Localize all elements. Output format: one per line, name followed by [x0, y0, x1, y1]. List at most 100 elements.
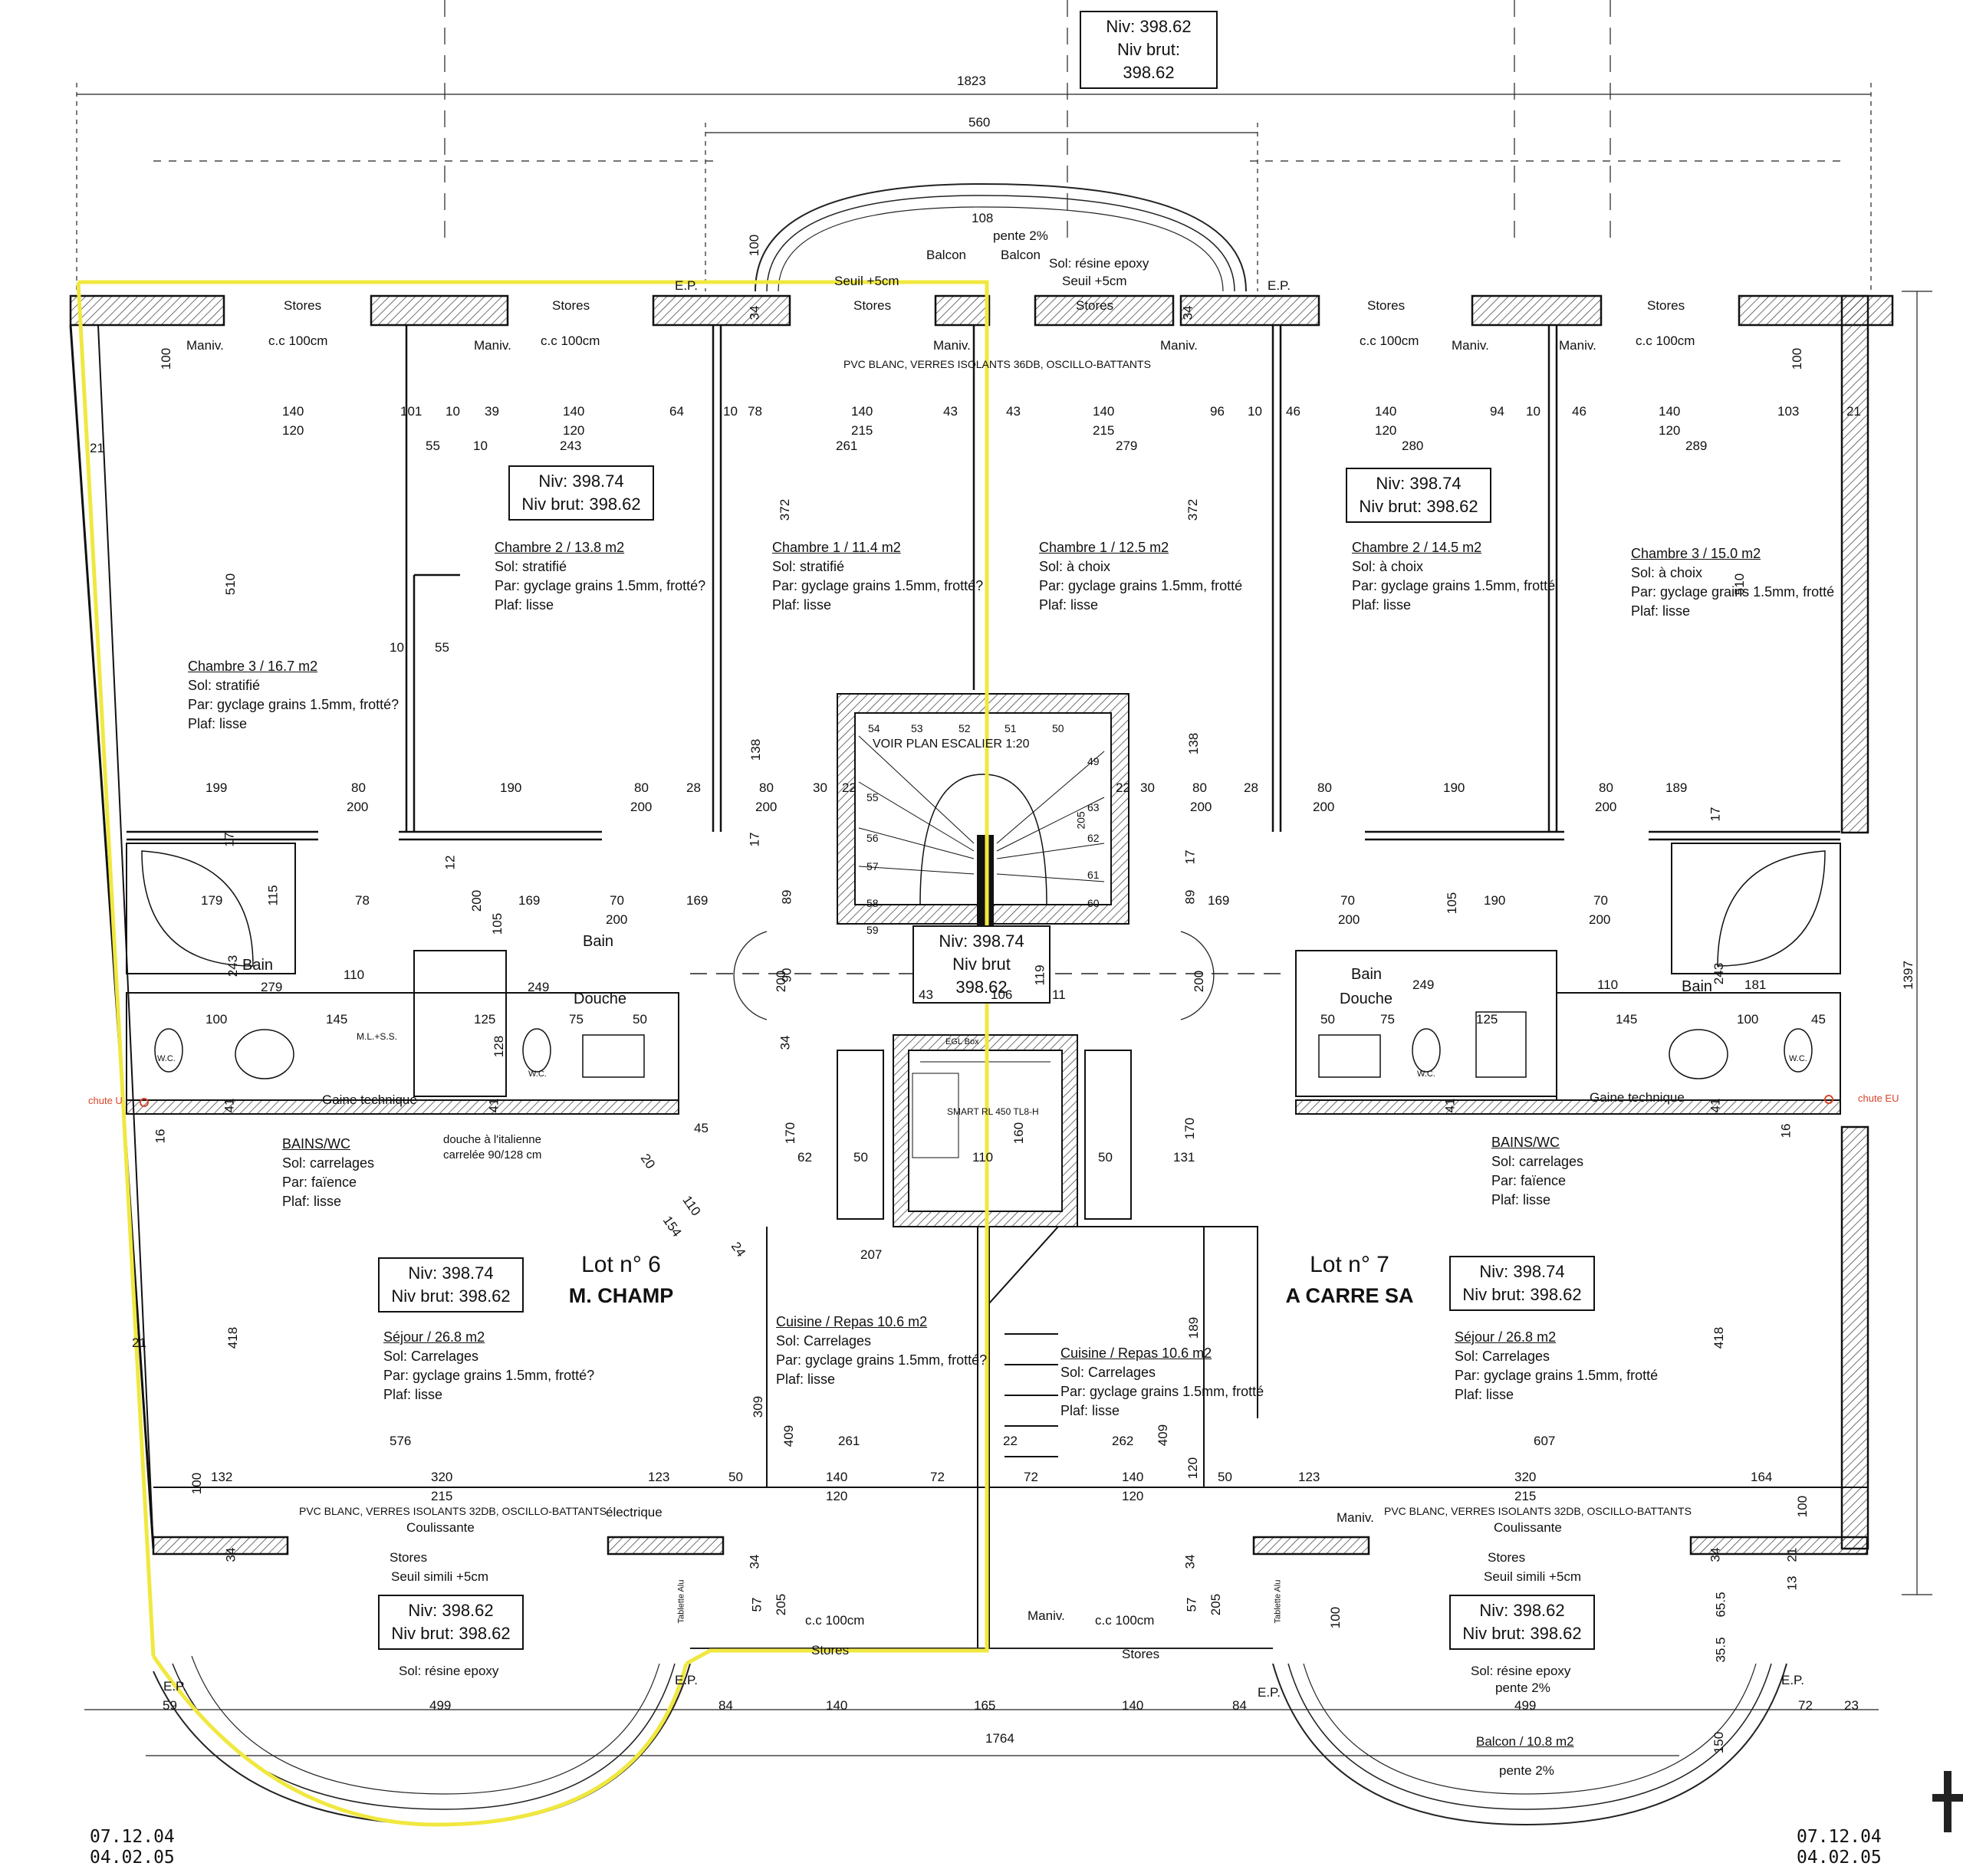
stores-label: Stores — [284, 298, 322, 313]
dimension: 100 — [206, 1012, 228, 1027]
chute-label: chute U — [88, 1095, 123, 1106]
dimension: 50 — [728, 1470, 743, 1484]
dimension: 262 — [1112, 1434, 1134, 1448]
dimension: 200 — [630, 800, 653, 814]
dimension: 560 — [968, 115, 991, 130]
dimension: 607 — [1534, 1434, 1556, 1448]
maniv-label: Maniv. — [1337, 1510, 1374, 1525]
dimension: 43 — [1006, 404, 1021, 419]
stair-step: 53 — [911, 722, 923, 734]
dimension: 39 — [485, 404, 499, 419]
lift-model-label: SMART — [947, 1106, 979, 1117]
dimension: 110 — [344, 968, 365, 982]
dimension: 100 — [1737, 1012, 1759, 1027]
maniv-label: Maniv. — [186, 338, 224, 353]
dimension: 43 — [919, 987, 933, 1002]
dimension: 100 — [747, 234, 762, 257]
dimension: 30 — [813, 780, 827, 795]
dimension: 279 — [261, 980, 283, 994]
dimension: 279 — [1116, 439, 1138, 453]
ep-label: E.P. — [1268, 278, 1291, 293]
stores-label: Stores — [1122, 1647, 1160, 1661]
dimension: 249 — [528, 980, 550, 994]
dimension: 125 — [474, 1012, 496, 1027]
dimension: 70 — [1340, 893, 1355, 908]
dimension: 62 — [797, 1150, 812, 1165]
dimension: 12 — [442, 855, 458, 870]
dimension: 115 — [265, 885, 281, 906]
door-cc-label: c.c 100cm — [1636, 333, 1695, 348]
dimension: 11 — [1052, 987, 1066, 1002]
dimension: 409 — [781, 1424, 797, 1447]
dimension: 215 — [431, 1489, 453, 1503]
epoxy-label: Sol: résine epoxy — [1049, 256, 1149, 271]
dimension: 200 — [1595, 800, 1617, 814]
stair-step: 50 — [1052, 722, 1064, 734]
dimension: 64 — [669, 404, 684, 419]
maniv-label: Maniv. — [1559, 338, 1596, 353]
dimension: 22 — [1003, 1434, 1018, 1448]
dimension: 123 — [1298, 1470, 1320, 1484]
dimension: 510 — [223, 573, 238, 596]
dimension: 10 — [1526, 404, 1540, 419]
dimension: 17 — [747, 832, 762, 847]
stores-label: Stores — [1076, 298, 1114, 313]
stair-step: 54 — [868, 722, 880, 734]
stair-step: 56 — [866, 832, 879, 844]
dimension: 131 — [1173, 1150, 1195, 1165]
douche-label: Douche — [1340, 991, 1393, 1007]
room-chambre-2-right: Chambre 2 / 14.5 m2 Sol: à choix Par: gy… — [1352, 540, 1556, 613]
dimension: 34 — [747, 1554, 762, 1569]
bain-label: Bain — [1351, 966, 1383, 983]
dimension: 140 — [826, 1470, 848, 1484]
stair-core — [837, 693, 1129, 928]
dimension: 45 — [1811, 1012, 1826, 1027]
room-bains-wc-left: BAINS/WC Sol: carrelages Par: faïence Pl… — [282, 1136, 375, 1209]
date-left-2: 04.02.05 — [90, 1848, 175, 1868]
dimension: 70 — [610, 893, 624, 908]
dimension: 181 — [1744, 977, 1767, 992]
dimension: 17 — [1182, 849, 1198, 865]
epoxy-label: Sol: résine epoxy — [1471, 1664, 1571, 1678]
dimension: 30 — [1140, 780, 1155, 795]
italian-shower-note: carrelée 90/128 cm — [443, 1148, 542, 1161]
dimension: 207 — [860, 1247, 883, 1262]
dimension: 35.5 — [1713, 1637, 1728, 1663]
dimension: 132 — [211, 1470, 233, 1484]
dimension: 10 — [446, 404, 460, 419]
ep-label: E.P. — [1258, 1685, 1281, 1700]
dimension: 200 — [469, 889, 485, 912]
dimension: 50 — [633, 1012, 647, 1027]
dimension: 80 — [1317, 780, 1332, 795]
electrique-label: électrique — [606, 1505, 663, 1520]
dimension: 100 — [159, 347, 174, 370]
dimension: 164 — [1751, 1470, 1773, 1484]
dimension: 80 — [351, 780, 366, 795]
chute-label: chute EU — [1858, 1092, 1899, 1104]
stores-label: Stores — [853, 298, 892, 313]
dimension: 200 — [1313, 800, 1335, 814]
dimension: 409 — [1156, 1424, 1171, 1447]
lift-model-label: RL 450 TL8-H — [982, 1106, 1039, 1117]
room-level-box-2: Niv: 398.74 Niv brut: 398.62 — [1346, 468, 1491, 523]
door-cc-label: c.c 100cm — [1360, 333, 1419, 348]
room-cuisine-right: Cuisine / Repas 10.6 m2 Sol: Carrelages … — [1060, 1345, 1264, 1418]
dimension: 138 — [1186, 732, 1202, 755]
dimension: 100 — [1790, 347, 1805, 370]
stair-step: 57 — [866, 860, 879, 872]
dimension: 110 — [1597, 977, 1619, 992]
date-right-1: 07.12.04 — [1797, 1827, 1882, 1847]
dimension: 34 — [1708, 1547, 1723, 1562]
dimension: 75 — [1380, 1012, 1395, 1027]
gaine-label: Gaine technique — [322, 1092, 417, 1107]
stair-step: 51 — [1005, 722, 1017, 734]
room-chambre-2-left: Chambre 2 / 13.8 m2 Sol: stratifié Par: … — [495, 540, 706, 613]
seuil-simili-label: Seuil simili +5cm — [391, 1569, 489, 1584]
maniv-label: Maniv. — [1452, 338, 1489, 353]
tablette-label: Tablette Alu — [1273, 1579, 1283, 1624]
dimension: 140 — [563, 404, 585, 419]
dimension: 190 — [500, 780, 522, 795]
dimension: 140 — [826, 1698, 848, 1713]
dimension: 119 — [1032, 964, 1047, 986]
